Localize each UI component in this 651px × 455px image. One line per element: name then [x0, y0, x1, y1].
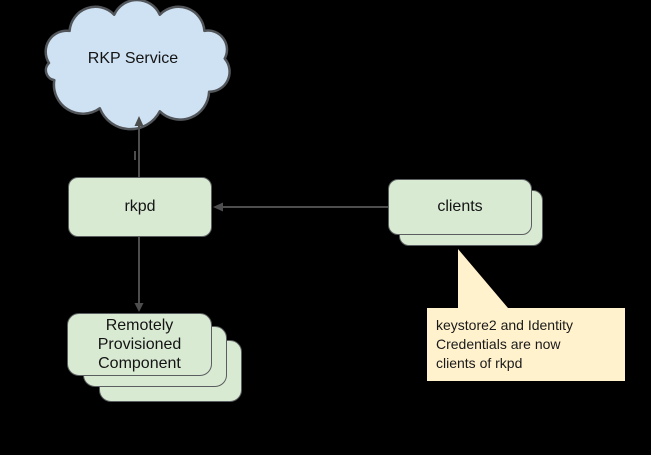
node-rkpd-label: rkpd [124, 198, 156, 215]
arrow-rkpd-to-cloud [134, 116, 144, 177]
node-clients: clients [388, 179, 532, 235]
node-rpc-label-line3: Component [98, 355, 181, 372]
node-rpc-label-line2: Provisioned [97, 336, 182, 353]
node-rpc-label-line1: Remotely [105, 317, 174, 334]
cloud-shape [44, 0, 231, 131]
callout-line3: clients of rkpd [436, 355, 523, 371]
node-rkpd: rkpd [68, 177, 212, 237]
arrow-clients-to-rkpd [213, 202, 388, 212]
node-clients-label: clients [437, 198, 483, 215]
callout-note: keystore2 and Identity Credentials are n… [427, 308, 625, 381]
node-rpc: Remotely Provisioned Component [67, 313, 212, 376]
node-rkp-service-label: RKP Service [87, 50, 179, 67]
arrow-rkpd-to-rpc [134, 237, 144, 312]
callout-line2: Credentials are now [436, 336, 561, 352]
callout-pointer [458, 249, 508, 308]
callout-line1: keystore2 and Identity [436, 317, 573, 333]
